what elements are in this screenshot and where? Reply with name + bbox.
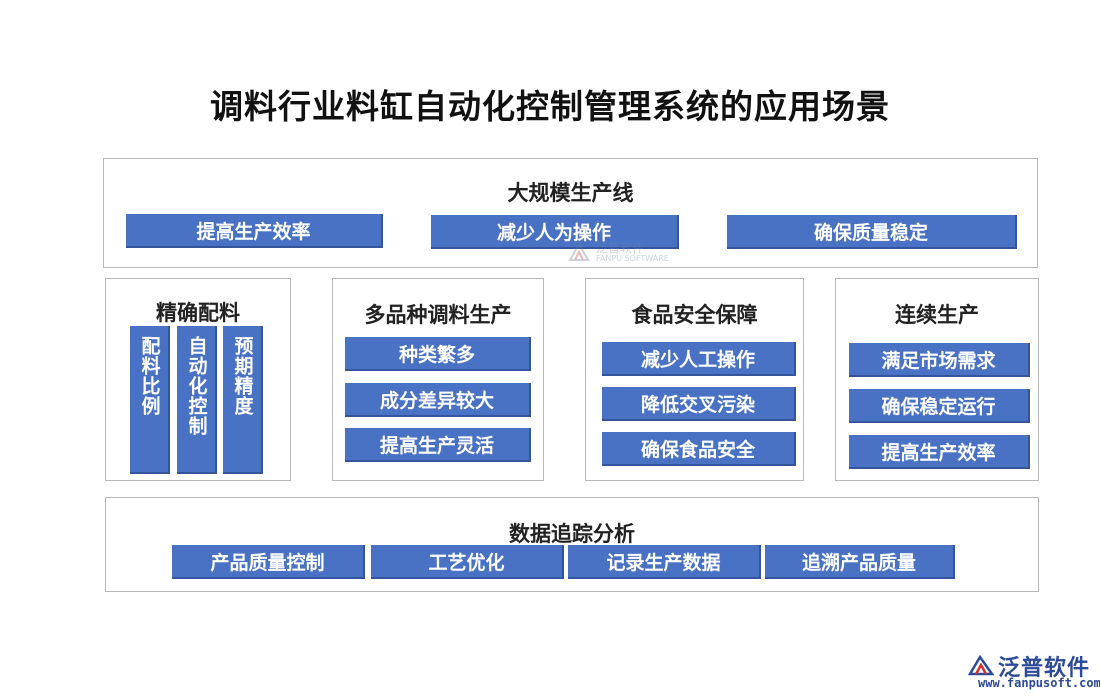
panel-title-precise-batching: 精确配料 (156, 301, 240, 325)
panel-continuous: 连续生产 满足市场需求 确保稳定运行 提高生产效率 (835, 278, 1039, 481)
watermark-text-en: FANPU SOFTWARE (596, 254, 669, 264)
tag-stable-quality: 确保质量稳定 (727, 215, 1017, 249)
panel-food-safety: 食品安全保障 减少人工操作 降低交叉污染 确保食品安全 (585, 278, 804, 481)
vtag-ratio: 配料比例 (130, 326, 170, 474)
watermark-text-cn: 泛普软件 (596, 241, 645, 255)
logo-url: www.fanpusoft.com (978, 676, 1100, 690)
panel-data-tracking: 数据追踪分析 产品质量控制 工艺优化 记录生产数据 追溯产品质量 (105, 497, 1039, 592)
page-title: 调料行业料缸自动化控制管理系统的应用场景 (210, 87, 890, 126)
tag-trace-quality: 追溯产品质量 (765, 545, 955, 579)
tag-record-data: 记录生产数据 (568, 545, 761, 579)
tag-improve-efficiency-2: 提高生产效率 (849, 435, 1030, 469)
watermark: 泛普软件 FANPU SOFTWARE (566, 240, 669, 266)
panel-title-food-safety: 食品安全保障 (631, 303, 758, 327)
panel-title-large-scale: 大规模生产线 (507, 181, 634, 205)
panel-title-data-tracking: 数据追踪分析 (509, 522, 635, 546)
tag-cross-contamination: 降低交叉污染 (602, 387, 796, 421)
tag-stable-run: 确保稳定运行 (849, 389, 1030, 423)
panel-title-continuous: 连续生产 (895, 303, 979, 327)
tag-reduce-manual: 减少人为操作 (431, 215, 679, 249)
tag-market-demand: 满足市场需求 (849, 343, 1030, 377)
tag-quality-control: 产品质量控制 (172, 545, 365, 579)
tag-composition-diff: 成分差异较大 (345, 383, 531, 417)
tag-food-safety: 确保食品安全 (602, 432, 796, 466)
tag-many-types: 种类繁多 (345, 337, 531, 371)
panel-title-multi-variety: 多品种调料生产 (364, 303, 512, 327)
panel-precise-batching: 精确配料 配料比例 自动化控制 预期精度 (105, 278, 291, 481)
fanpu-logo-icon (968, 654, 994, 676)
vtag-precision: 预期精度 (223, 326, 263, 474)
vtag-automation: 自动化控制 (177, 326, 217, 474)
panel-multi-variety: 多品种调料生产 种类繁多 成分差异较大 提高生产灵活 (332, 278, 544, 481)
brand-logo: 泛普软件 (968, 650, 1090, 682)
tag-improve-efficiency: 提高生产效率 (126, 214, 383, 248)
fanpu-watermark-icon (568, 241, 590, 261)
tag-flexibility: 提高生产灵活 (345, 428, 531, 462)
tag-reduce-manual-op: 减少人工操作 (602, 342, 796, 376)
panel-large-scale: 大规模生产线 提高生产效率 减少人为操作 确保质量稳定 (103, 158, 1038, 268)
tag-process-optimization: 工艺优化 (371, 545, 564, 579)
logo-name: 泛普软件 (998, 656, 1091, 681)
